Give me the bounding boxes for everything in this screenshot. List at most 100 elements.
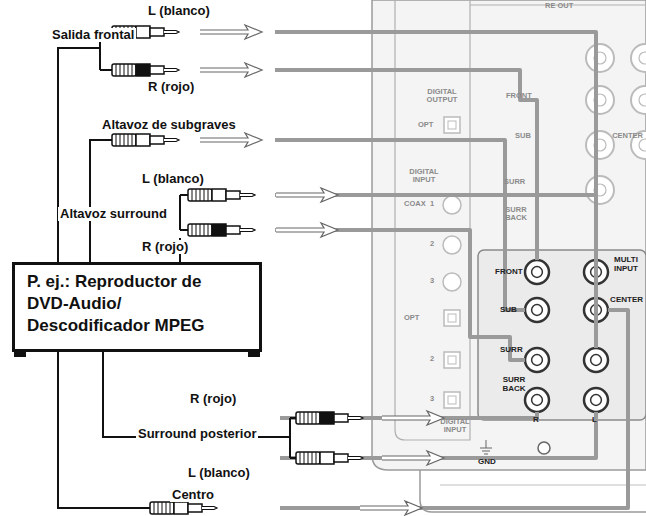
plug-grip [116, 134, 117, 146]
panel-label: MULTI INPUT [609, 256, 643, 274]
signal-wire [90, 140, 112, 262]
plug-color-band [212, 189, 226, 201]
panel-label: SURR [500, 346, 523, 355]
plug-shell [150, 66, 164, 74]
insert-arrow [382, 411, 444, 425]
panel-label: CENTER [610, 296, 643, 305]
panel-label: RE OUT [545, 2, 573, 10]
panel-label: DIGITAL OUTPUT [412, 88, 472, 105]
pre-out-jack-core [639, 52, 646, 64]
cable-group [275, 32, 628, 508]
rca-jack [584, 388, 608, 412]
coax-jack [443, 273, 461, 291]
plug-grip [316, 452, 317, 464]
pre-out-jack [586, 131, 614, 159]
cable-label: Surround posterior [136, 427, 258, 441]
plug-grip [158, 502, 159, 514]
panel-label: GND [478, 458, 496, 467]
plug-grip [120, 64, 121, 76]
plug-grip [128, 134, 129, 146]
device-label: P. ej.: Reproductor de DVD-Audio/ Descod… [27, 271, 247, 336]
panel-label: DIGITAL INPUT [430, 418, 480, 435]
plug-pin [164, 69, 179, 72]
insert-arrow [200, 25, 262, 39]
pre-out-jack [586, 176, 614, 204]
rca-plug [188, 189, 255, 201]
insert-arrow [276, 223, 338, 237]
cable-label: L (blanco) [146, 4, 212, 18]
plug-grip [300, 452, 301, 464]
cable-label: R (rojo) [140, 240, 190, 254]
plug-grip [300, 412, 301, 424]
panel-label: L [592, 416, 597, 425]
rca-plug [296, 412, 363, 424]
plug-shell [334, 454, 348, 462]
coax-jack [443, 196, 461, 214]
plug-boot [112, 64, 136, 76]
rca-jack-core [532, 355, 543, 366]
optical-port-core [448, 396, 456, 404]
optical-port [444, 392, 460, 408]
plug-grip [192, 224, 193, 236]
plug-color-band [136, 26, 150, 38]
plug-grip [208, 224, 209, 236]
plug-boot [188, 224, 212, 236]
plug-color-band [136, 134, 150, 146]
cable-label: Salida frontal [50, 28, 136, 42]
cable-label: Altavoz de subgraves [100, 118, 238, 132]
rca-jack-core [591, 395, 602, 406]
panel-label: SUB [515, 132, 531, 140]
signal-wire [58, 32, 100, 262]
audio-cable [275, 230, 525, 360]
panel-label: SURR BACK [500, 376, 528, 394]
plug-grip [200, 189, 201, 201]
plug-grip [196, 224, 197, 236]
panel-label: OPT [404, 314, 419, 322]
plug-shell [226, 191, 240, 199]
device-foot [14, 352, 26, 357]
plug-grip [192, 189, 193, 201]
plug-grip [304, 452, 305, 464]
plug-grip [120, 134, 121, 146]
plug-grip [162, 502, 163, 514]
plug-grip [196, 189, 197, 201]
plug-color-band [212, 224, 226, 236]
plug-grip [208, 189, 209, 201]
plug-grip [312, 452, 313, 464]
panel-label: SUB [500, 306, 517, 315]
cable-label: R (rojo) [188, 392, 238, 406]
plug-boot [150, 502, 174, 514]
panel-label: COAX [404, 200, 426, 208]
device-box: P. ej.: Reproductor de DVD-Audio/ Descod… [12, 262, 262, 352]
gnd-symbol [480, 440, 492, 454]
rca-plug [112, 134, 179, 146]
insert-arrow [200, 63, 262, 77]
rca-plug [188, 224, 255, 236]
rca-jack-core [532, 395, 543, 406]
panel-label: DIGITAL INPUT [404, 168, 444, 185]
panel-label: 3 [430, 395, 434, 403]
plug-grip [116, 64, 117, 76]
pre-out-jack [586, 86, 614, 114]
optical-port [444, 310, 460, 326]
optical-port [444, 352, 460, 368]
plug-grip [308, 412, 309, 424]
rca-jack [525, 388, 549, 412]
pre-out-jack-core [639, 94, 646, 106]
plug-pin [240, 229, 255, 232]
plug-grip [308, 452, 309, 464]
audio-cable [275, 32, 596, 260]
audio-cable [280, 310, 628, 508]
gnd-terminal [538, 442, 550, 454]
plug-shell [150, 136, 164, 144]
plug-boot [296, 452, 320, 464]
rca-jack [525, 298, 549, 322]
optical-port [444, 117, 460, 133]
rca-plug [296, 452, 363, 464]
plug-grip [204, 189, 205, 201]
plug-color-band [320, 412, 334, 424]
pre-out-jack [586, 44, 614, 72]
plug-shell [334, 414, 348, 422]
pre-out-jack-core [639, 139, 646, 151]
